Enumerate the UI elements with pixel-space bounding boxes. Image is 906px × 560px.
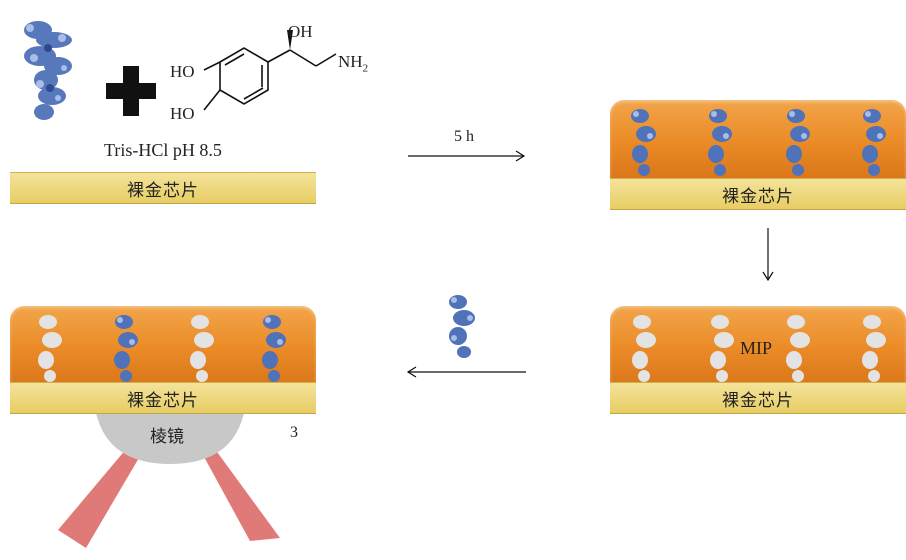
plus-icon bbox=[106, 66, 156, 116]
protein-analyte-icon bbox=[449, 295, 475, 358]
nh2-subscript: 2 bbox=[362, 62, 369, 75]
imprinted-cavities bbox=[632, 315, 886, 382]
embedded-proteins-1 bbox=[631, 109, 886, 176]
nh2-label: NH2 bbox=[338, 52, 368, 74]
step1-time-label: 5 h bbox=[454, 128, 474, 145]
buffer-label: Tris-HCl pH 8.5 bbox=[104, 140, 222, 160]
arrow-left-icon bbox=[406, 366, 526, 378]
oh-label: OH bbox=[288, 22, 313, 41]
arrow-right-icon bbox=[408, 150, 526, 162]
bare-gold-chip-1: 裸金芯片 bbox=[10, 172, 316, 204]
polymer-film-mip bbox=[610, 306, 906, 386]
prism bbox=[95, 408, 245, 464]
chip-label: 裸金芯片 bbox=[722, 186, 794, 207]
rebound-proteins bbox=[38, 315, 286, 382]
arrow-down-icon bbox=[762, 228, 774, 282]
chip-label: 裸金芯片 bbox=[127, 180, 199, 201]
polymer-film-1 bbox=[610, 100, 906, 180]
chip-label: 裸金芯片 bbox=[722, 390, 794, 411]
prism-label: 棱镜 bbox=[150, 427, 184, 447]
dopamine-structure bbox=[203, 30, 337, 111]
bare-gold-chip-4: 裸金芯片 bbox=[10, 382, 316, 414]
ho-label-upper: HO bbox=[170, 62, 195, 81]
protein-template-icon bbox=[24, 21, 72, 120]
chip-label: 裸金芯片 bbox=[127, 390, 199, 411]
nh2-text: NH bbox=[338, 52, 363, 71]
bare-gold-chip-2: 裸金芯片 bbox=[610, 178, 906, 210]
bare-gold-chip-3: 裸金芯片 bbox=[610, 382, 906, 414]
mip-label: MIP bbox=[740, 338, 773, 358]
ho-label-lower: HO bbox=[170, 104, 195, 123]
step-number-3: 3 bbox=[290, 424, 298, 441]
